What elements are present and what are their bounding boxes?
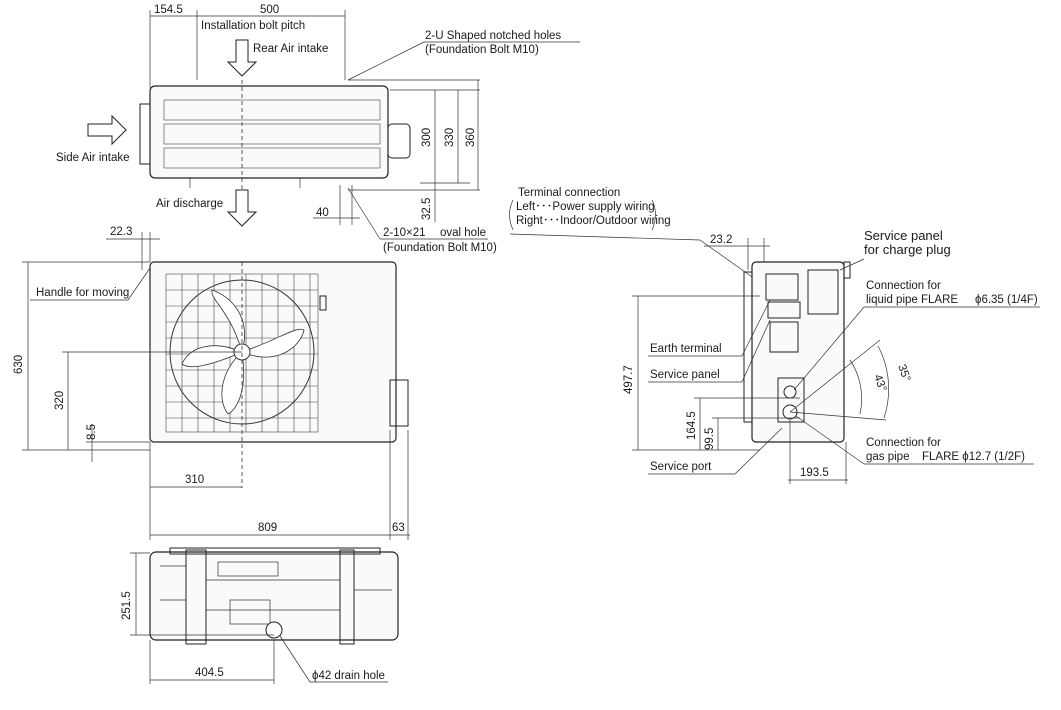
left-wiring-label: Left･･･Power supply wiring (516, 201, 655, 213)
dim-310: 310 (185, 474, 204, 486)
dim-404-5: 404.5 (195, 667, 224, 679)
drain-hole-label: ϕ42 drain hole (312, 670, 385, 682)
oval-hole-size: 2-10×21 (383, 227, 426, 239)
dim-320: 320 (54, 391, 66, 410)
right-wiring-label: Right･･･Indoor/Outdoor wiring (516, 215, 671, 227)
dim-500: 500 (260, 4, 279, 16)
gas-pipe-size: FLARE ϕ12.7 (1/2F) (922, 451, 1025, 463)
dim-23-2: 23.2 (710, 234, 732, 246)
air-discharge-arrow (226, 189, 258, 227)
installation-bolt-pitch-label: Installation bolt pitch (201, 20, 305, 32)
fan-grille (166, 274, 318, 432)
dim-154-5: 154.5 (154, 4, 183, 16)
dim-330: 330 (444, 128, 456, 147)
liquid-pipe-label: Connection for (866, 280, 941, 292)
dim-40: 40 (316, 207, 329, 219)
dim-63: 63 (392, 522, 405, 534)
liquid-pipe-size: ϕ6.35 (1/4F) (975, 294, 1038, 306)
notched-holes-label: 2-U Shaped notched holes (425, 30, 561, 42)
air-discharge-label: Air discharge (156, 198, 223, 210)
notched-holes-bolt-label: (Foundation Bolt M10) (425, 44, 539, 56)
terminal-connection-label: Terminal connection (518, 187, 620, 199)
rear-air-intake-arrow (226, 39, 258, 77)
dim-630: 630 (13, 355, 25, 374)
side-air-intake-arrow (87, 114, 127, 146)
dim-809: 809 (258, 522, 277, 534)
side-view: Terminal connection Left･･･Power supply … (509, 187, 1040, 484)
angle-35: 35° (895, 363, 912, 383)
dim-22-3: 22.3 (110, 226, 132, 238)
dim-300: 300 (421, 128, 433, 147)
oval-hole-bolt-label: (Foundation Bolt M10) (383, 242, 497, 254)
dim-251-5: 251.5 (121, 591, 133, 620)
dim-193-5: 193.5 (800, 467, 829, 479)
service-panel-charge-label-2: for charge plug (864, 242, 951, 257)
front-view: 22.3 (13, 226, 410, 540)
dim-497-7: 497.7 (623, 365, 635, 394)
side-air-intake-label: Side Air intake (56, 152, 130, 164)
dim-8-5: 8.5 (86, 424, 98, 440)
bottom-view: 251.5 404.5 ϕ42 drain hole (121, 547, 399, 684)
oval-hole-label: oval hole (440, 227, 486, 239)
dim-164-5: 164.5 (686, 411, 698, 440)
gas-pipe-text: gas pipe (866, 451, 909, 463)
liquid-pipe-flare-label: liquid pipe FLARE (866, 294, 958, 306)
handle-for-moving-label: Handle for moving (36, 287, 129, 299)
dim-360: 360 (465, 128, 477, 147)
earth-terminal-label: Earth terminal (650, 343, 722, 355)
service-panel-charge-label: Service panel (864, 228, 943, 243)
rear-air-intake-label: Rear Air intake (253, 43, 328, 55)
dim-99-5: 99.5 (704, 428, 716, 450)
angle-43: 43° (871, 373, 888, 393)
dim-32-5: 32.5 (421, 198, 433, 220)
service-port-label: Service port (650, 461, 712, 473)
service-panel-label: Service panel (650, 369, 720, 381)
top-view: 154.5 500 Installation bolt pitch Rear A… (56, 4, 580, 254)
gas-pipe-label: Connection for (866, 437, 941, 449)
